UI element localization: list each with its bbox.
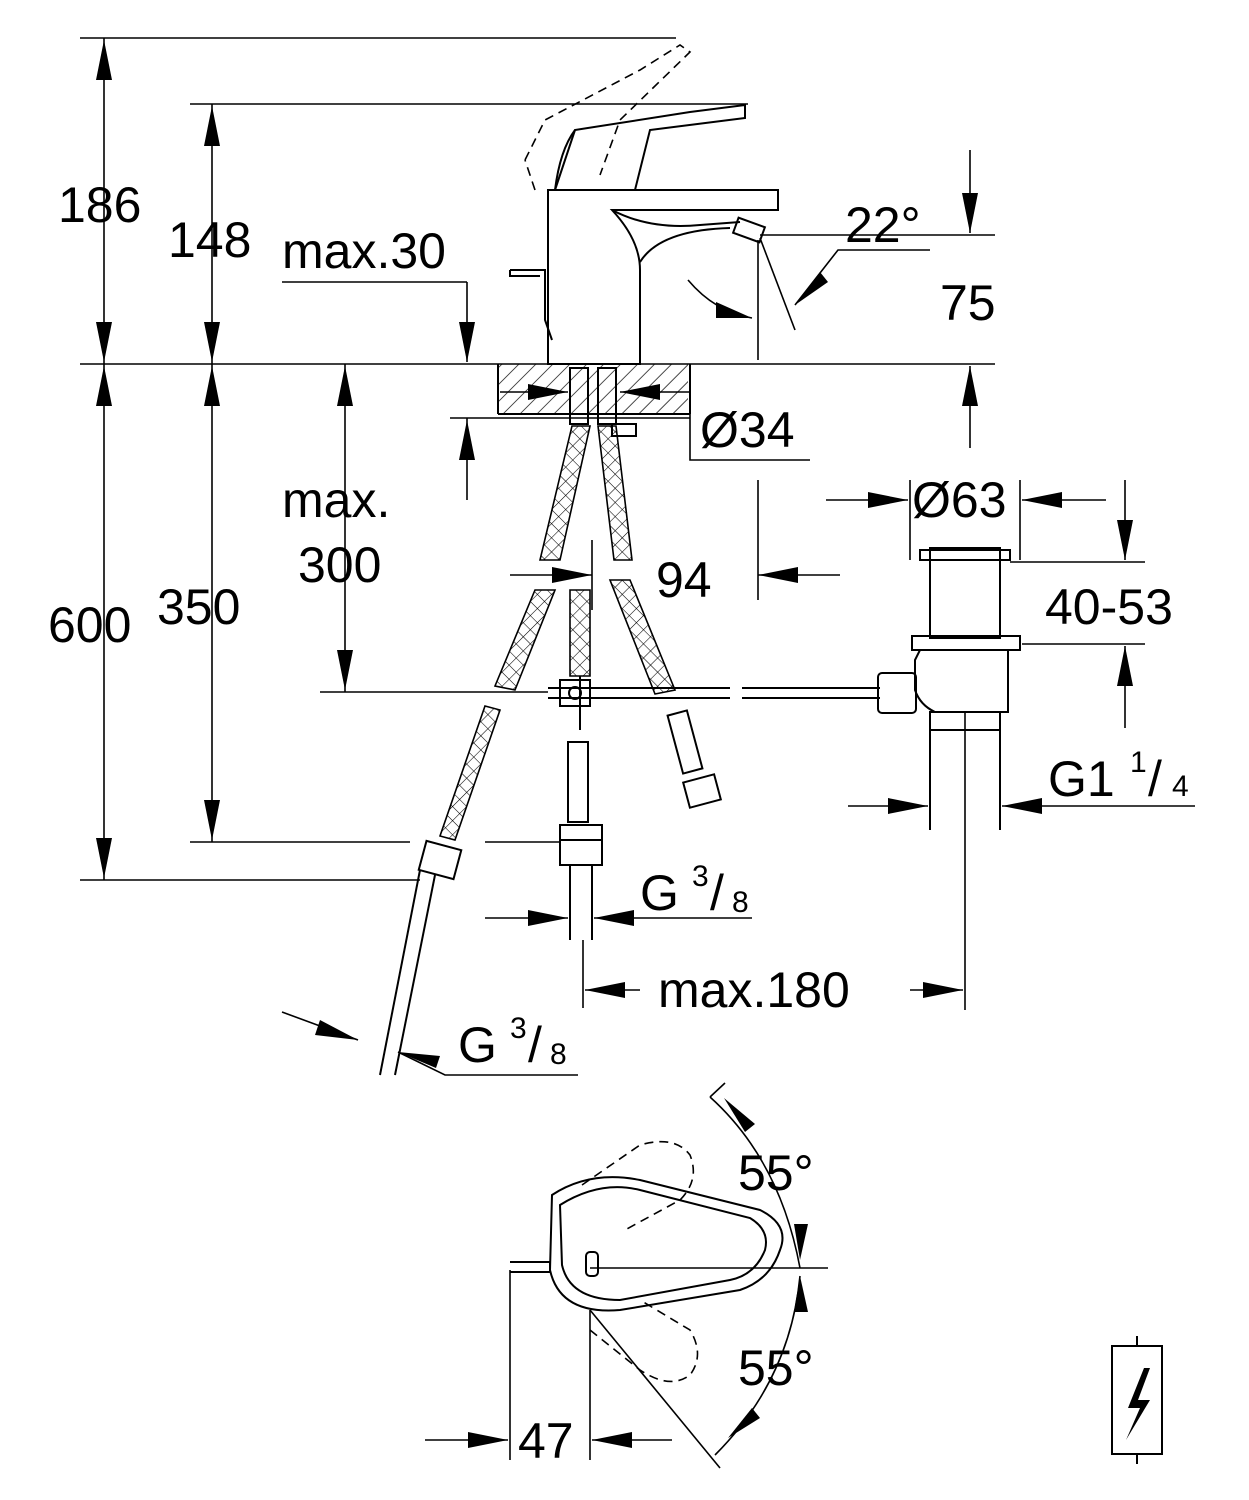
- label-d34: Ø34: [700, 402, 795, 458]
- svg-text:G: G: [458, 1017, 497, 1073]
- label-max-line2: 300: [298, 537, 381, 593]
- labels: 186 148 max.30 22° 75 Ø34 Ø63 max. 300 9…: [48, 177, 1189, 1469]
- label-g-3-8-center: G 3 / 8: [640, 860, 749, 921]
- label-22-degrees: 22°: [845, 197, 921, 253]
- popup-waste: [548, 547, 1021, 1010]
- label-75: 75: [940, 275, 996, 331]
- svg-text:8: 8: [550, 1038, 567, 1071]
- label-600: 600: [48, 597, 131, 653]
- svg-text:/: /: [528, 1017, 542, 1073]
- faucet-side-view: [80, 44, 995, 437]
- label-max-line1: max.: [282, 472, 390, 528]
- svg-text:/: /: [710, 865, 724, 921]
- label-350: 350: [157, 579, 240, 635]
- svg-text:4: 4: [1172, 770, 1189, 803]
- label-186: 186: [58, 177, 141, 233]
- hoses: [379, 425, 723, 1076]
- low-pressure-heater-icon: [1111, 1336, 1163, 1464]
- dimension-lines: [80, 37, 1195, 1076]
- label-d63: Ø63: [912, 472, 1007, 528]
- label-g1-1-4: G1 1 / 4: [1048, 746, 1189, 807]
- label-148: 148: [168, 212, 251, 268]
- lever-top-view: [425, 1082, 828, 1469]
- label-94: 94: [656, 552, 712, 608]
- svg-text:3: 3: [510, 1012, 527, 1045]
- label-max30: max.30: [282, 223, 446, 279]
- svg-text:G1: G1: [1048, 751, 1115, 807]
- label-max180: max.180: [658, 962, 850, 1018]
- svg-text:8: 8: [732, 886, 749, 919]
- svg-text:/: /: [1148, 751, 1162, 807]
- label-55-down: 55°: [738, 1340, 814, 1396]
- label-47: 47: [518, 1413, 574, 1469]
- label-40-53: 40-53: [1045, 579, 1173, 635]
- svg-text:3: 3: [692, 860, 709, 893]
- label-55-up: 55°: [738, 1145, 814, 1201]
- label-g-3-8-left: G 3 / 8: [458, 1012, 567, 1073]
- svg-text:1: 1: [1130, 746, 1147, 779]
- svg-text:G: G: [640, 865, 679, 921]
